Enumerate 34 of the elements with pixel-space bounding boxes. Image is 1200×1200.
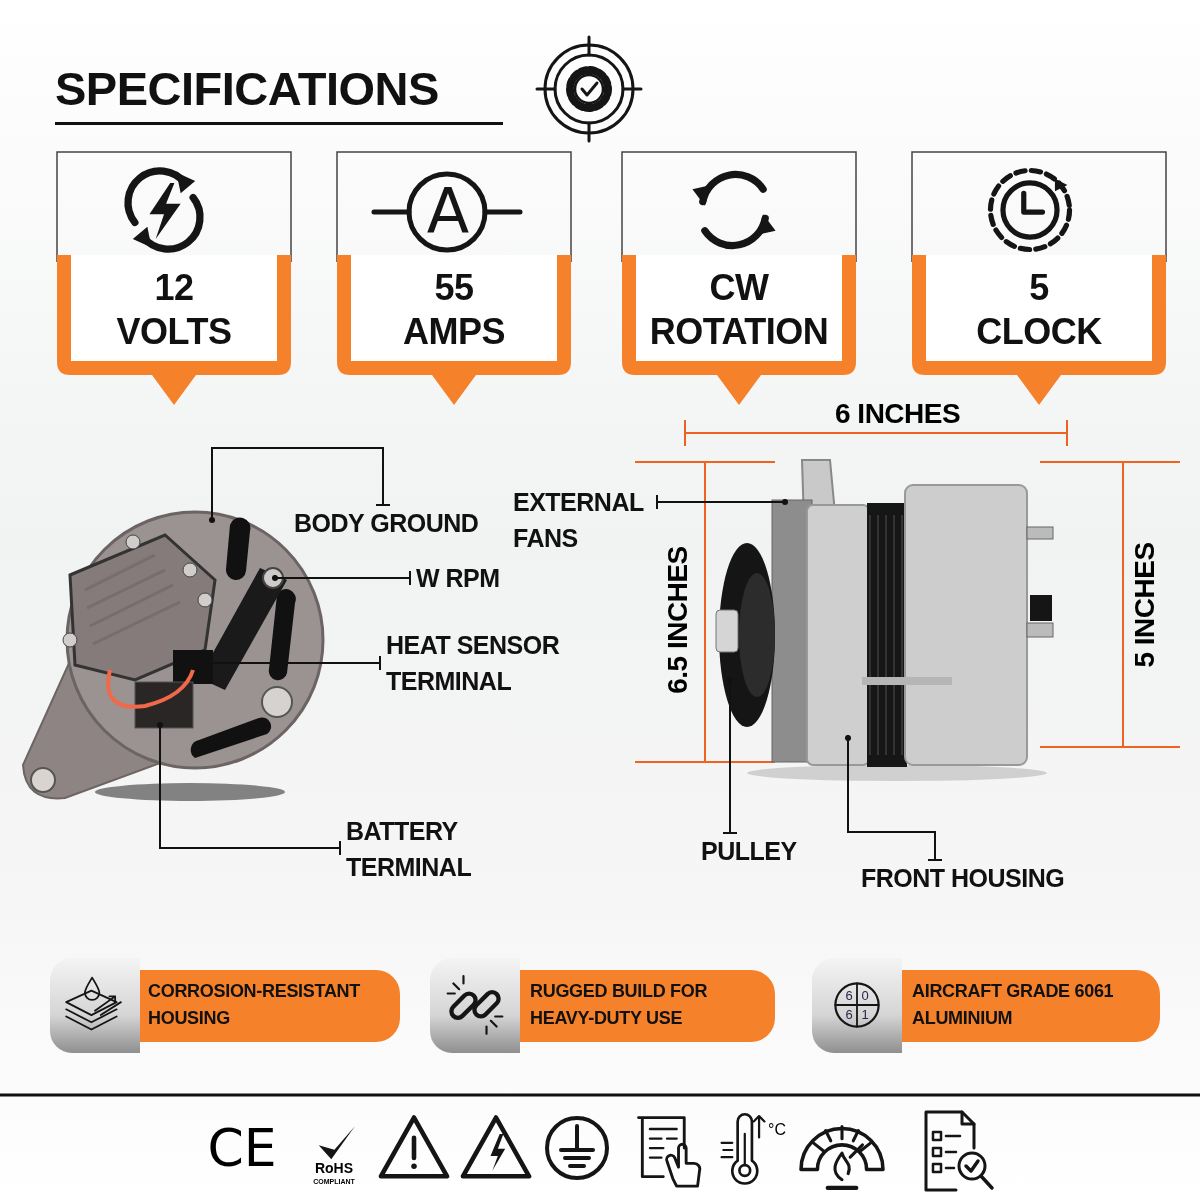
callout-label: W RPM: [415, 563, 501, 594]
leader-line: [208, 447, 391, 524]
feature-text: CORROSION-RESISTANT HOUSING: [148, 980, 361, 1030]
feature-badge: [902, 970, 1160, 1042]
feature-badge: [520, 970, 775, 1042]
callout-label: FRONT HOUSING: [860, 863, 1066, 894]
page-title: SPECIFICATIONS: [55, 56, 503, 125]
dimension-label: 5 INCHES: [1128, 541, 1161, 670]
callout-label: BODY GROUND: [293, 508, 480, 539]
callout-label: HEAT SENSOR TERMINAL: [385, 630, 561, 697]
spec-value: 12 VOLTS: [116, 266, 232, 354]
feature-badge: [138, 970, 400, 1042]
feature-text: RUGGED BUILD FOR HEAVY-DUTY USE: [530, 980, 709, 1030]
icon-digit: 0: [860, 988, 870, 1004]
callout-label: BATTERY TERMINAL: [345, 816, 473, 883]
dimension-label: 6.5 INCHES: [661, 545, 694, 695]
leader-line: [844, 734, 943, 861]
icon-digit: 1: [860, 1007, 870, 1023]
unit-symbol: °C: [768, 1120, 787, 1140]
ammeter-symbol-letter: A: [425, 176, 471, 248]
callout-label: PULLEY: [700, 836, 795, 867]
callout-label: EXTERNAL FANS: [512, 487, 645, 554]
leader-line: [271, 570, 411, 586]
leader-line: [156, 721, 341, 856]
feature-text: AIRCRAFT GRADE 6061 ALUMINIUM: [912, 980, 1115, 1030]
ce-mark: CE: [206, 1118, 278, 1178]
icon-digit: 6: [844, 1007, 854, 1023]
icon-digit: 6: [844, 988, 854, 1004]
certification-text: RoHS: [313, 1160, 355, 1176]
spec-value: 5 CLOCK: [976, 266, 1102, 354]
spec-value: 55 AMPS: [403, 266, 505, 354]
spec-value: CW ROTATION: [649, 266, 829, 354]
leader-line: [656, 494, 789, 510]
dimension-label: 6 INCHES: [835, 397, 962, 431]
